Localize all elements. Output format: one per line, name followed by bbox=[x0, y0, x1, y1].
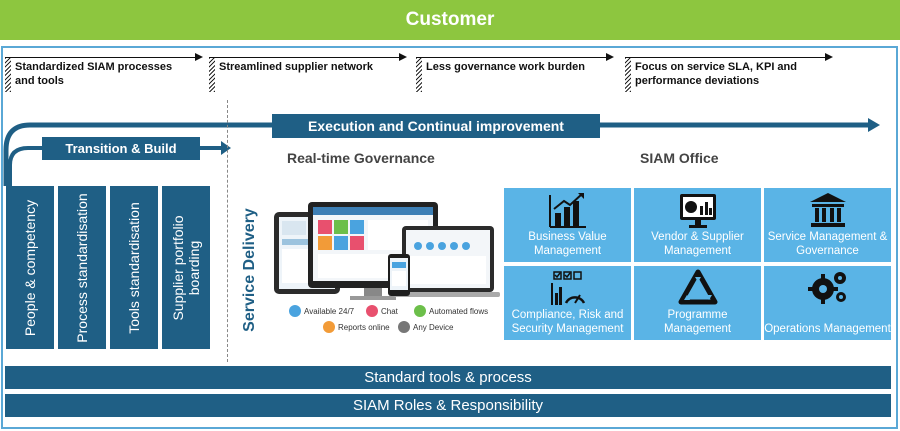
hatch-marker bbox=[625, 58, 631, 92]
benefit-text: Focus on service SLA, KPI and performanc… bbox=[635, 61, 797, 87]
arrow-right-icon bbox=[221, 141, 231, 155]
benefit-4: Focus on service SLA, KPI and performanc… bbox=[625, 53, 833, 92]
execution-label: Execution and Continual improvement bbox=[308, 118, 564, 134]
benefit-2: Streamlined supplier network bbox=[209, 53, 407, 92]
gears-icon bbox=[807, 272, 846, 304]
arrow-right-icon bbox=[606, 53, 614, 61]
tools-process-label: Standard tools & process bbox=[364, 369, 532, 386]
customer-title: Customer bbox=[405, 9, 495, 30]
feature-chat: Chat bbox=[366, 305, 398, 317]
tile-service-management: Service Management & Governance bbox=[764, 188, 891, 262]
pillar-label: Supplier portfolio boarding bbox=[170, 214, 202, 321]
roles-band: SIAM Roles & Responsibility bbox=[5, 394, 891, 417]
roles-label: SIAM Roles & Responsibility bbox=[352, 397, 544, 414]
benefit-text: Streamlined supplier network bbox=[219, 61, 374, 73]
governance-title: Real-time Governance bbox=[287, 150, 435, 166]
bar-chart-growth-icon bbox=[548, 193, 586, 228]
benefit-arrow-line bbox=[625, 57, 825, 58]
tile-label: Vendor & Supplier Management bbox=[651, 231, 744, 257]
pillar-process: Process standardisation bbox=[58, 186, 106, 349]
pillar-label: People & competency bbox=[22, 199, 38, 336]
benefit-arrow-line bbox=[209, 57, 399, 58]
benefit-arrow-line bbox=[416, 57, 606, 58]
transition-band: Transition & Build bbox=[42, 137, 200, 160]
hatch-marker bbox=[416, 58, 422, 92]
feature-label: Automated flows bbox=[429, 306, 489, 316]
recycle-triangle-icon bbox=[678, 269, 717, 305]
tile-vendor-supplier: Vendor & Supplier Management bbox=[634, 188, 761, 262]
tile-label: Business Value Management bbox=[528, 231, 607, 257]
transition-label: Transition & Build bbox=[65, 141, 177, 156]
feature-label: Available 24/7 bbox=[304, 306, 355, 316]
arrow-right-icon bbox=[868, 118, 880, 132]
feature-available: Available 24/7 bbox=[289, 305, 354, 317]
tile-business-value: Business Value Management bbox=[504, 188, 631, 262]
customer-banner: Customer bbox=[0, 0, 900, 40]
service-delivery-label: Service Delivery bbox=[241, 208, 258, 332]
tile-label: Service Management & Governance bbox=[767, 231, 888, 257]
pillar-label: Tools standardisation bbox=[126, 201, 142, 334]
tile-label: Operations Management bbox=[764, 323, 891, 335]
feature-label: Chat bbox=[381, 306, 398, 316]
execution-flow-line bbox=[3, 122, 272, 186]
feature-label: Any Device bbox=[413, 322, 454, 332]
benefit-3: Less governance work burden bbox=[416, 53, 614, 92]
pillar-supplier: Supplier portfolio boarding bbox=[162, 186, 210, 349]
arrow-right-icon bbox=[399, 53, 407, 61]
benefit-text: Less governance work burden bbox=[426, 61, 585, 73]
hatch-marker bbox=[5, 58, 11, 92]
tile-label: Compliance, Risk and Security Management bbox=[511, 309, 624, 335]
building-columns-icon bbox=[809, 193, 846, 227]
report-icon bbox=[323, 321, 335, 333]
tile-operations: Operations Management bbox=[764, 266, 891, 340]
execution-band: Execution and Continual improvement bbox=[272, 114, 600, 138]
arrow-right-icon bbox=[825, 53, 833, 61]
flow-icon bbox=[414, 305, 426, 317]
device-icon bbox=[398, 321, 410, 333]
hatch-marker bbox=[209, 58, 215, 92]
siam-office-title: SIAM Office bbox=[640, 150, 719, 166]
feature-device: Any Device bbox=[398, 321, 453, 333]
pillar-label: Process standardisation bbox=[74, 192, 90, 343]
siam-model-frame bbox=[1, 46, 898, 429]
benefit-text: Standardized SIAM processes and tools bbox=[15, 61, 173, 87]
pillar-tools: Tools standardisation bbox=[110, 186, 158, 349]
feature-reports: Reports online bbox=[323, 321, 390, 333]
checklist-gauge-icon bbox=[550, 271, 585, 305]
benefit-1: Standardized SIAM processes and tools bbox=[5, 53, 203, 92]
chat-icon bbox=[366, 305, 378, 317]
tools-process-band: Standard tools & process bbox=[5, 366, 891, 389]
feature-automated: Automated flows bbox=[414, 305, 488, 317]
benefit-arrow-line bbox=[5, 57, 195, 58]
clock-icon bbox=[289, 305, 301, 317]
tile-compliance-risk: Compliance, Risk and Security Management bbox=[504, 266, 631, 340]
transition-flow-line bbox=[8, 146, 42, 186]
pillar-people: People & competency bbox=[6, 186, 54, 349]
devices-illustration bbox=[274, 202, 500, 300]
arrow-right-icon bbox=[195, 53, 203, 61]
section-divider bbox=[227, 100, 228, 362]
tile-label: Programme Management bbox=[663, 309, 732, 335]
feature-label: Reports online bbox=[338, 322, 390, 332]
tile-programme: Programme Management bbox=[634, 266, 761, 340]
monitor-dashboard-icon bbox=[679, 194, 716, 228]
